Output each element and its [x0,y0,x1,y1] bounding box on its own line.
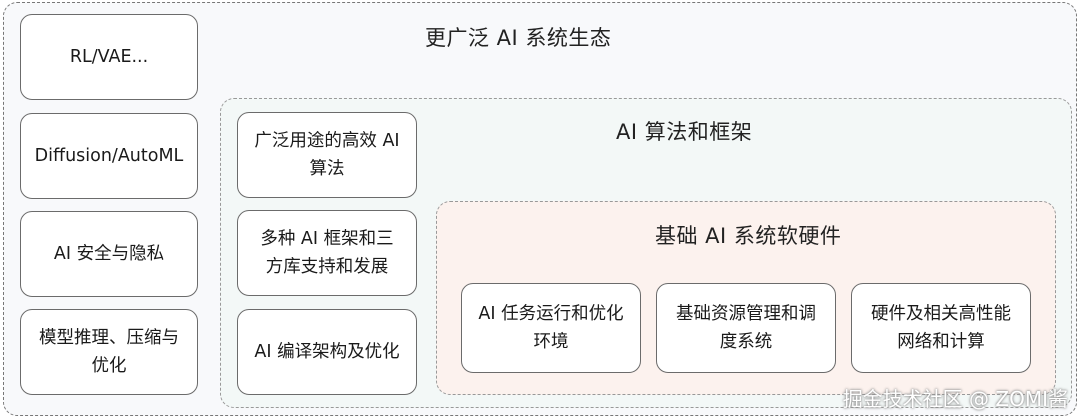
inner-box-hardware-network-compute: 硬件及相关高性能网络和计算 [851,283,1031,373]
outer-ecosystem-title: 更广泛 AI 系统生态 [425,26,612,50]
outer-box-ai-security-privacy: AI 安全与隐私 [20,211,198,297]
watermark: 掘金技术社区 @ ZOMI酱 [842,387,1068,411]
algorithm-framework-title: AI 算法和框架 [616,120,753,144]
outer-box-model-inference: 模型推理、压缩与优化 [20,309,198,395]
middle-box-compiler-optimization: AI 编译架构及优化 [237,309,417,395]
outer-box-rl-vae: RL/VAE... [20,14,198,100]
inner-box-runtime-environment: AI 任务运行和优化环境 [461,283,641,373]
system-hardware-software-title: 基础 AI 系统软硬件 [655,224,842,248]
middle-box-efficient-algorithms: 广泛用途的高效 AI 算法 [237,112,417,198]
outer-box-diffusion-automl: Diffusion/AutoML [20,113,198,199]
middle-box-framework-support: 多种 AI 框架和三方库支持和发展 [237,210,417,296]
inner-box-resource-scheduling: 基础资源管理和调度系统 [656,283,836,373]
